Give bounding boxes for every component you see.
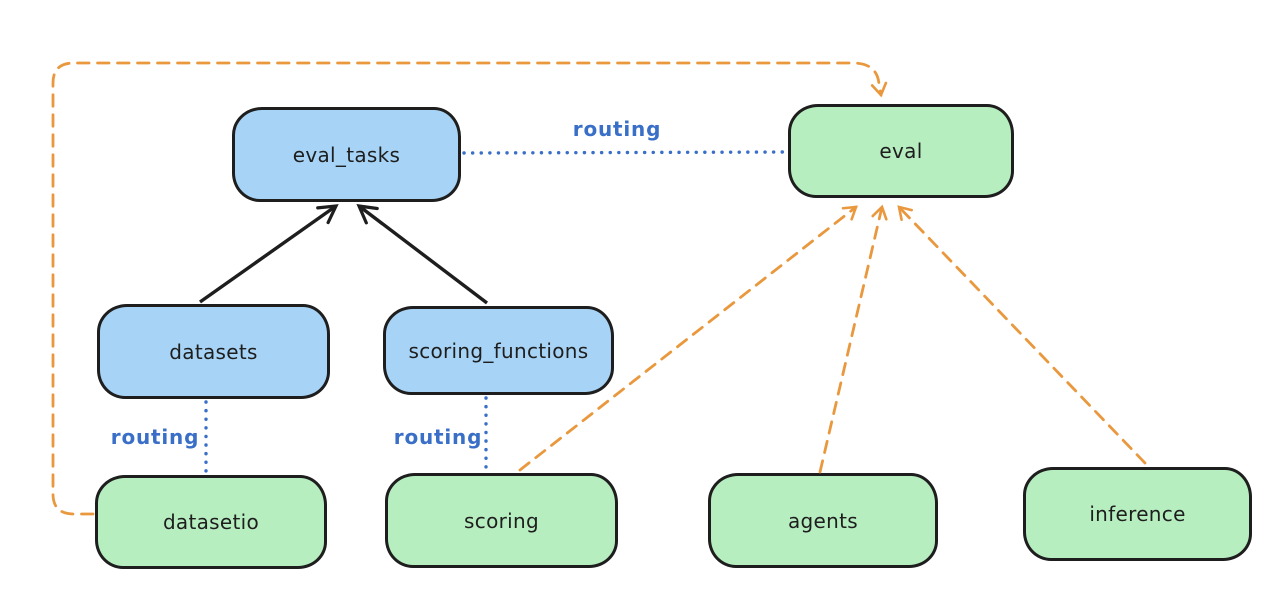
edge-label-routing-middle: routing — [393, 425, 483, 449]
edge-eval-tasks-to-eval — [462, 150, 788, 155]
node-agents: agents — [708, 473, 938, 568]
edge-inference-to-eval — [897, 205, 1147, 465]
edge-label-routing-top: routing — [572, 117, 662, 141]
node-datasetio-label: datasetio — [162, 510, 260, 534]
edge-scoring-functions-to-eval-tasks — [356, 204, 489, 305]
node-datasets-label: datasets — [169, 339, 258, 364]
node-eval-tasks-label: eval_tasks — [292, 142, 401, 167]
node-inference: inference — [1023, 467, 1252, 561]
node-scoring-functions: scoring_functions — [383, 306, 614, 395]
node-eval-tasks: eval_tasks — [232, 107, 461, 202]
node-scoring-functions-label: scoring_functions — [408, 338, 589, 363]
node-eval-label: eval — [879, 139, 923, 163]
node-scoring: scoring — [385, 473, 618, 568]
edge-datasets-to-eval-tasks — [199, 204, 339, 304]
edge-agents-to-eval — [818, 204, 888, 474]
node-scoring-label: scoring — [464, 508, 539, 533]
node-agents-label: agents — [788, 508, 858, 533]
node-eval: eval — [788, 104, 1014, 198]
node-inference-label: inference — [1089, 502, 1186, 526]
node-datasets: datasets — [97, 304, 330, 399]
edge-label-routing-left: routing — [110, 425, 200, 449]
node-datasetio: datasetio — [95, 475, 327, 569]
